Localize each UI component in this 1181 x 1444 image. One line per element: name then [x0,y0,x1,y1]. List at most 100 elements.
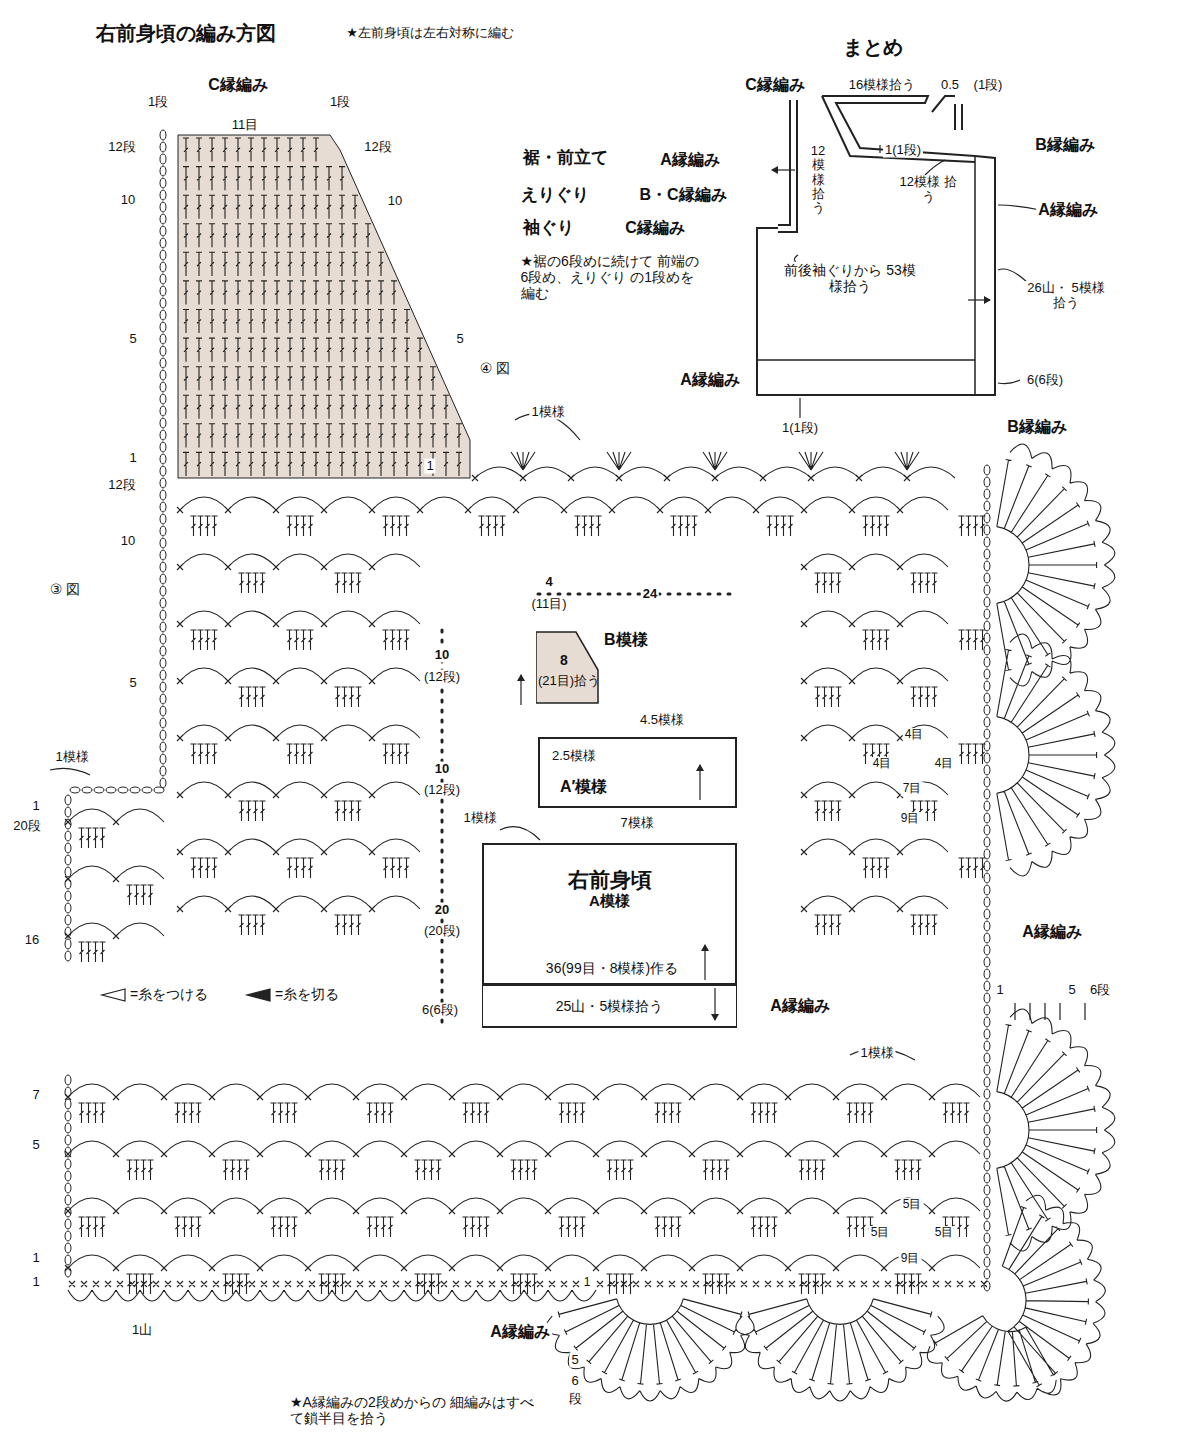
chart-label: 5 [127,332,138,347]
chart-label: (12段) [422,670,462,685]
chart-label: 1模様 [461,811,498,826]
chart-label: 10 [433,762,451,777]
chart-label: 1段 [328,95,352,110]
chart-label: 5 [454,332,465,347]
pattern-label: 右前身頃 [568,867,652,892]
chart-label: B縁編み [1005,418,1069,436]
chart-label: ③ 図 [48,581,82,597]
chart-label: C縁編み [623,219,687,237]
row-arrows [1015,1003,1085,1020]
chart-label: A縁編み [658,151,722,169]
direction-arrow [968,299,990,300]
chart-label: 4目 [871,757,894,771]
chart-label: 10 [433,648,451,663]
pattern-label: A模様 [589,892,630,910]
chart-label: A縁編み [768,997,832,1015]
pattern-label: B模様 [604,630,648,649]
chart-label: 1山 [130,1323,154,1338]
direction-arrow [704,945,705,980]
dimension-dots [538,593,735,596]
chart-label: 段 [567,1392,584,1407]
chart-label: 10 [119,193,137,208]
chart-label: まとめ [841,36,905,59]
leader-line [925,160,945,175]
chart-label: A縁編み [1020,923,1084,941]
chart-label: 0.5 [939,78,961,93]
chart-label: 11目 [230,118,261,133]
chart-label: 36(99目・8模様)作る [544,960,680,976]
direction-arrow [520,675,521,705]
pattern-shape: B模様8(21目)拾う [536,628,666,704]
chart-label: 12段 [362,140,393,155]
chart-label: 20 [433,903,451,918]
chart-label: 12段 [106,478,137,493]
chart-label: C縁編み [743,76,807,94]
chart-label: (1段) [972,78,1005,93]
chart-label: 前後袖ぐりから 53模様拾う [781,262,920,294]
chart-label: ★左前身頃は左右対称に編む [344,26,516,41]
chart-label: 20段 [11,819,42,834]
chart-label: 16 [23,933,41,948]
chart-label: 5目 [901,1198,924,1212]
chart-label: 7模様 [618,816,655,831]
chart-label: 12模様 拾う [895,175,961,205]
finishing-outline [778,100,797,232]
chart-label: 1模様 [53,750,90,765]
chart-label: 12模様拾う [809,144,828,215]
pattern-label: A′模様 [560,777,607,796]
chart-label: 1段 [146,95,170,110]
chart-label: 裾・前立て [521,148,610,168]
stitch-symbols [65,138,1115,1401]
leader-line [500,827,540,840]
chart-label: 1 [30,1251,41,1266]
chart-label: 4目 [933,757,956,771]
chart-label: 7 [30,1088,41,1103]
chain-stitches [65,130,990,1291]
chart-label: ④ 図 [478,360,512,376]
chart-label: 1 [994,983,1005,998]
leader-line [998,205,1040,210]
finishing-outline [822,96,975,162]
chart-label: 4.5模様 [638,713,686,728]
chart-label: A縁編み [488,1323,552,1341]
leader-line [50,768,90,775]
pattern-box: 25山・5模様拾う [482,985,737,1027]
chart-label: (12段) [422,783,462,798]
chart-label: A縁編み [1036,201,1100,219]
direction-arrow [772,169,795,170]
chart-label: (11目) [529,597,568,612]
chart-label: 12段 [106,140,137,155]
chart-label: 1模様 [529,405,566,420]
chart-label: 6(6段) [420,1003,460,1018]
pattern-label: (21目)拾う [538,673,600,689]
chart-label: 5 [569,1353,580,1368]
chart-label: ★裾の6段めに続けて 前端の6段め、えりぐり の1段めを編む [519,253,708,301]
chart-label: B・C縁編み [637,186,728,204]
chart-label: 6段 [1088,983,1112,998]
chart-label: 1 [582,1276,593,1290]
chart-label: 1(1段) [780,421,820,436]
chart-label: 5目 [869,1226,892,1240]
chart-label: 10 [386,194,404,209]
finishing-outline [932,96,962,130]
chart-label: えりぐり [519,185,591,205]
chart-label: 2.5模様 [550,749,598,764]
leader-line [799,398,800,418]
chart-label: 1 [30,1275,41,1290]
attach-yarn-symbol [102,989,125,1001]
chart-label: 5目 [933,1226,956,1240]
pattern-label: 25山・5模様拾う [556,998,663,1015]
chart-label: 6(6段) [1025,373,1065,388]
shaded-pentagon [536,632,598,703]
chart-label: 6 [569,1374,580,1389]
chart-label: 4 [543,575,554,590]
finishing-outline [757,156,995,395]
chart-label: 10 [119,534,137,549]
chart-label: (20段) [422,924,462,939]
chart-label: 7目 [901,782,924,796]
direction-arrow [699,765,700,800]
chart-label: 1模様 [858,1046,895,1061]
chart-label: 16模様拾う [847,78,917,93]
chart-label: 26山・ 5模様拾う [1019,281,1113,311]
chart-label: 袖ぐり [521,218,576,238]
